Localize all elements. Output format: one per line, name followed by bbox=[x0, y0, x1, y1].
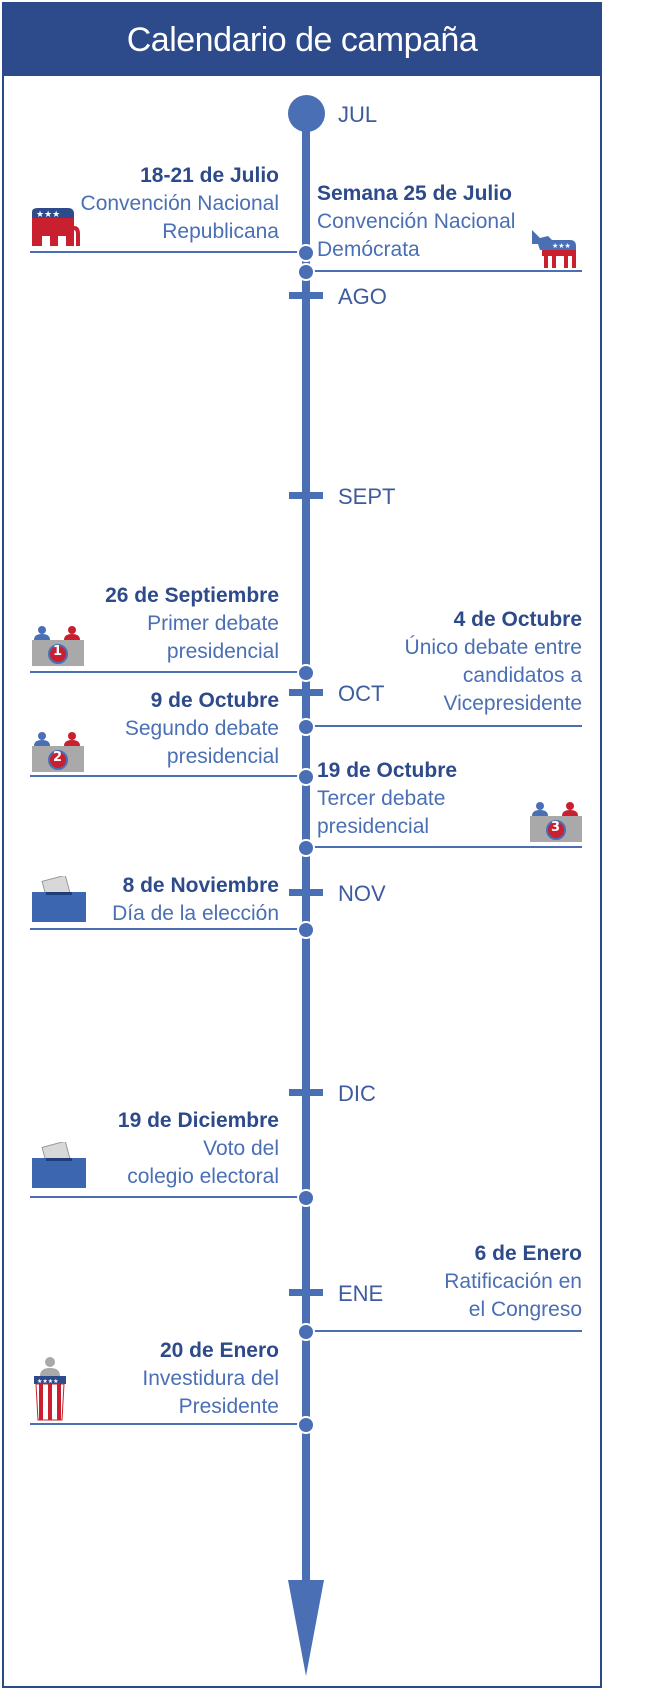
event-date: 6 de Enero bbox=[474, 1242, 582, 1265]
event-dot bbox=[297, 921, 315, 939]
svg-text:★★★: ★★★ bbox=[552, 242, 571, 250]
event-desc-line: Republicana bbox=[162, 220, 279, 243]
event-date: 8 de Noviembre bbox=[122, 874, 279, 897]
month-tick-oct bbox=[289, 689, 323, 696]
event-dot bbox=[297, 839, 315, 857]
event-connector bbox=[30, 1196, 302, 1198]
debate-number-badge: 3 bbox=[551, 820, 561, 835]
event-desc-line: candidatos a bbox=[462, 664, 582, 687]
event-second-debate: 9 de Octubre Segundo debate presidencial bbox=[14, 687, 279, 771]
event-date: 18-21 de Julio bbox=[140, 164, 279, 187]
event-desc-line: Único debate entre bbox=[404, 636, 582, 659]
event-date: 4 de Octubre bbox=[453, 608, 582, 631]
event-connector bbox=[30, 928, 302, 930]
event-dot bbox=[297, 768, 315, 786]
event-dot bbox=[297, 1416, 315, 1434]
month-tick-nov bbox=[289, 889, 323, 896]
event-democratic-convention: Semana 25 de Julio Convención Nacional D… bbox=[317, 180, 547, 264]
event-date: 19 de Diciembre bbox=[117, 1109, 279, 1132]
president-podium-icon: ★★★★ bbox=[34, 1357, 66, 1421]
event-third-debate: 19 de Octubre Tercer debate presidencial bbox=[317, 757, 582, 841]
month-tick-ene bbox=[289, 1289, 323, 1296]
svg-text:★★★★: ★★★★ bbox=[37, 1378, 59, 1385]
event-connector bbox=[310, 725, 582, 727]
event-desc-line: Primer debate bbox=[147, 612, 279, 635]
event-date: 20 de Enero bbox=[159, 1339, 279, 1362]
event-election-day: 8 de Noviembre Día de la elección bbox=[14, 872, 279, 928]
event-desc-line: Segundo debate bbox=[124, 717, 279, 740]
event-dot bbox=[297, 244, 315, 262]
event-inauguration: 20 de Enero Investidura del Presidente bbox=[14, 1337, 279, 1421]
event-dot bbox=[297, 1323, 315, 1341]
ballot-box-icon bbox=[32, 1142, 86, 1188]
debate-number-badge: 1 bbox=[53, 644, 63, 659]
month-label-nov: NOV bbox=[338, 881, 386, 906]
month-tick-sept bbox=[289, 492, 323, 499]
debate-podium-icon: 1 bbox=[30, 624, 86, 668]
event-desc-line: presidencial bbox=[166, 745, 279, 768]
event-dot bbox=[297, 1189, 315, 1207]
month-label-sept: SEPT bbox=[338, 484, 396, 509]
event-congress-ratification: 6 de Enero Ratificación en el Congreso bbox=[317, 1240, 582, 1324]
event-desc-line: Día de la elección bbox=[112, 902, 279, 925]
ballot-box-icon bbox=[32, 876, 86, 922]
event-date: 9 de Octubre bbox=[150, 689, 279, 712]
event-date: 26 de Septiembre bbox=[105, 584, 279, 607]
event-date: 19 de Octubre bbox=[317, 759, 458, 782]
event-dot bbox=[297, 718, 315, 736]
month-label-jul: JUL bbox=[338, 102, 378, 127]
event-desc-line: el Congreso bbox=[468, 1298, 582, 1321]
event-connector bbox=[310, 270, 582, 272]
month-label-oct: OCT bbox=[338, 681, 385, 706]
month-label-ago: AGO bbox=[338, 284, 387, 309]
event-desc-line: Presidente bbox=[178, 1395, 279, 1418]
month-tick-ago bbox=[289, 292, 323, 299]
event-desc-line: Ratificación en bbox=[444, 1270, 582, 1293]
republican-elephant-icon: ★★★ bbox=[32, 208, 80, 246]
event-date: Semana 25 de Julio bbox=[317, 182, 512, 205]
event-desc-line: colegio electoral bbox=[127, 1165, 279, 1188]
event-republican-convention: 18-21 de Julio Convención Nacional Repub… bbox=[14, 162, 279, 246]
month-label-ene: ENE bbox=[338, 1281, 384, 1306]
debate-podium-icon: 3 bbox=[528, 800, 584, 844]
event-connector bbox=[30, 671, 302, 673]
event-connector bbox=[30, 251, 302, 253]
event-desc-line: Convención Nacional bbox=[80, 192, 279, 215]
month-tick-dic bbox=[289, 1089, 323, 1096]
svg-text:★★★: ★★★ bbox=[36, 210, 60, 220]
event-connector bbox=[310, 1330, 582, 1332]
event-connector bbox=[30, 1423, 302, 1425]
debate-number-badge: 2 bbox=[53, 750, 63, 765]
event-first-debate: 26 de Septiembre Primer debate presidenc… bbox=[14, 582, 279, 666]
event-connector bbox=[310, 846, 582, 848]
event-desc-line: Vicepresidente bbox=[443, 692, 582, 715]
event-vp-debate: 4 de Octubre Único debate entre candidat… bbox=[317, 606, 582, 718]
event-electoral-college: 19 de Diciembre Voto del colegio elector… bbox=[14, 1107, 279, 1191]
debate-podium-icon: 2 bbox=[30, 730, 86, 774]
event-desc-line: Tercer debate bbox=[317, 787, 446, 810]
event-connector bbox=[30, 775, 302, 777]
timeline-arrow-icon bbox=[288, 1580, 324, 1676]
event-desc-line: presidencial bbox=[317, 815, 430, 838]
event-desc-line: Voto del bbox=[203, 1137, 279, 1160]
event-desc-line: Demócrata bbox=[317, 238, 420, 261]
month-label-dic: DIC bbox=[338, 1081, 376, 1106]
event-dot bbox=[297, 263, 315, 281]
page-title: Calendario de campaña bbox=[4, 4, 600, 76]
timeline-start-dot bbox=[288, 95, 325, 132]
event-dot bbox=[297, 664, 315, 682]
event-desc-line: Convención Nacional bbox=[317, 210, 516, 233]
event-desc-line: presidencial bbox=[166, 640, 279, 663]
event-desc-line: Investidura del bbox=[142, 1367, 279, 1390]
democratic-donkey-icon: ★★★ bbox=[532, 230, 576, 268]
